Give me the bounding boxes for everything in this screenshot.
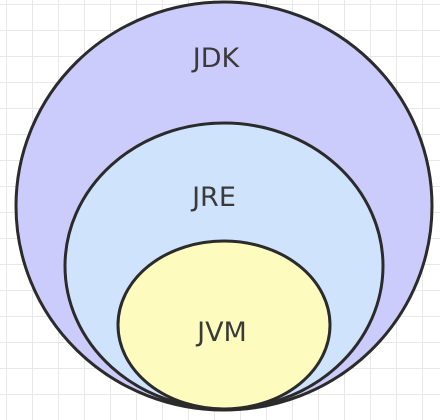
jre-label: JRE bbox=[190, 182, 236, 213]
jvm-label: JVM bbox=[195, 317, 247, 348]
jvm-circle bbox=[116, 239, 332, 411]
jdk-label: JDK bbox=[191, 43, 241, 74]
